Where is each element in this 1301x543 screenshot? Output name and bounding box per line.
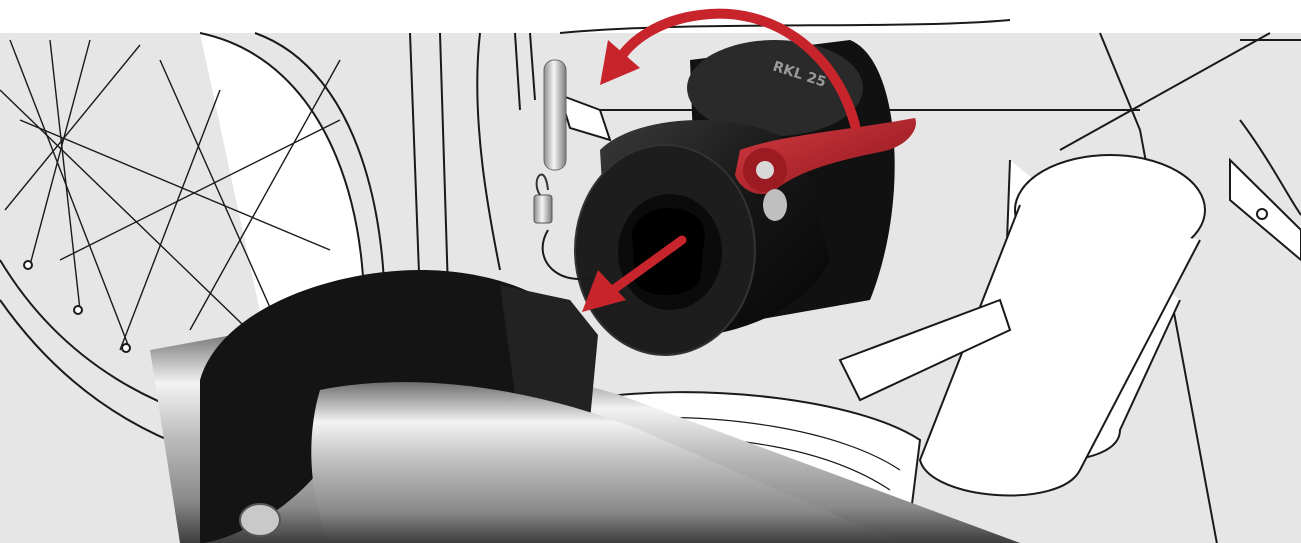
assembly-illustration: RKL 25: [0, 0, 1301, 543]
